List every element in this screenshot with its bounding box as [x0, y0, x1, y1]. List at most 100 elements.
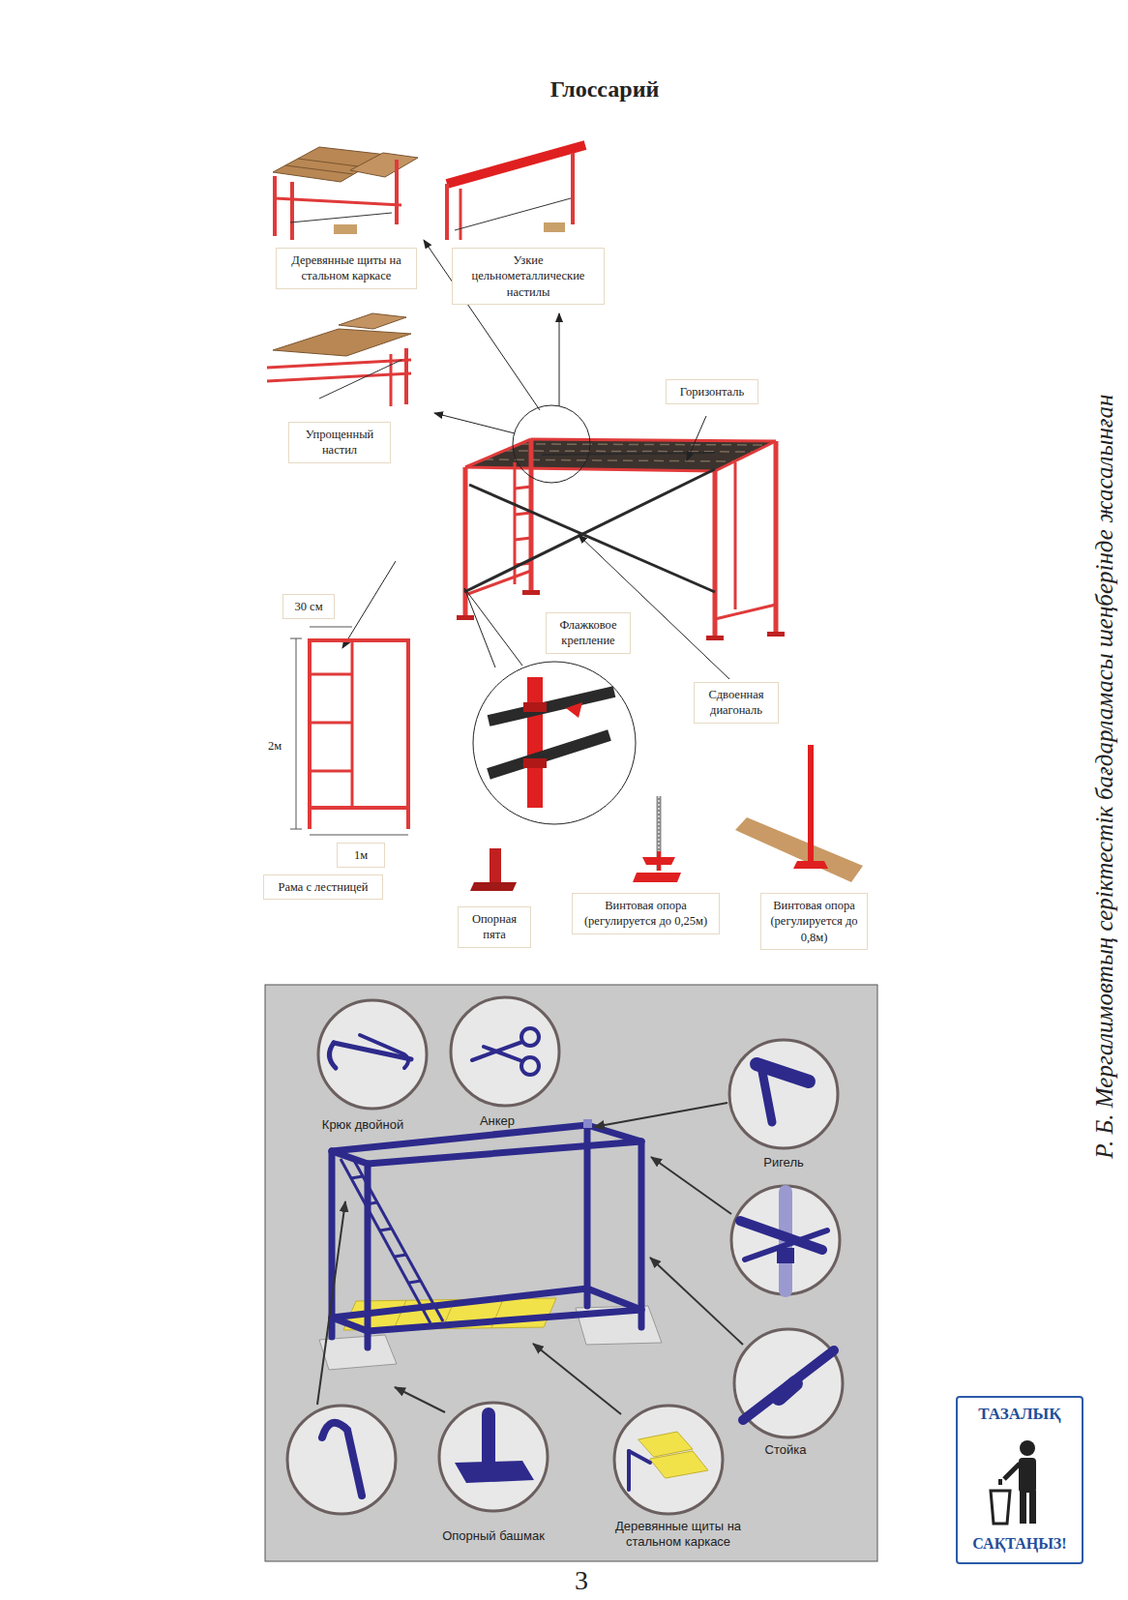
base-plate-illustration-part — [470, 882, 517, 891]
simple-deck-illustration-part — [319, 359, 402, 399]
page-title: Глоссарий — [550, 76, 660, 103]
detail-icons-part — [483, 1046, 523, 1062]
frame-scaffold-panel-part-part — [587, 1288, 642, 1310]
frame-scaffold-panel-part-part — [331, 1317, 368, 1332]
callout-text: Горизонталь — [672, 384, 752, 400]
base-plate-illustration — [470, 848, 517, 891]
frame-scaffold-panel-part-part — [423, 1306, 436, 1309]
frame-scaffold-panel-part-part — [351, 1176, 363, 1179]
frame-scaffold-panel-part-part — [340, 1158, 431, 1324]
ladder-frame-illustration-part — [309, 638, 409, 643]
base-plate-illustration-part — [489, 848, 502, 884]
flag-clamp-zoom-part — [488, 735, 610, 774]
ladder-frame-illustration-part — [309, 805, 409, 810]
detail-icons-part — [626, 1451, 631, 1490]
scaffold-illustration-part — [712, 471, 718, 638]
part-label: Стойка — [765, 1442, 807, 1458]
frame-scaffold-panel-part — [331, 1125, 642, 1348]
screw-jack-short-illustration-part — [656, 796, 662, 871]
detail-circles-part — [287, 1405, 396, 1514]
scaffold-illustration-part — [514, 537, 532, 540]
callout-text: Винтовая опора (регулируется до 0,25м) — [578, 897, 713, 930]
scaffold-illustration-part — [767, 631, 785, 637]
detail-circles-part — [318, 1000, 427, 1109]
detail-icons-part — [776, 1247, 795, 1264]
scaffold-illustration-part — [514, 512, 532, 515]
frame-scaffold-panel-part-part — [394, 1254, 407, 1257]
callout-text: Деревянные щиты на стальном каркасе — [282, 252, 411, 285]
metal-deck-illustration-part — [570, 152, 575, 225]
metal-deck-illustration-part — [446, 145, 586, 184]
frame-scaffold-panel-part-part — [380, 1228, 392, 1231]
ladder-frame-illustration-part — [406, 638, 411, 830]
callout-text: Упрощенный настил — [295, 426, 385, 459]
detail-arrows-part — [651, 1157, 732, 1215]
screw-jack-short-illustration-part — [632, 872, 682, 883]
flag-clamp-zoom-part — [565, 702, 583, 718]
metal-deck-illustration-part — [543, 222, 565, 233]
detail-icons-part — [778, 1383, 796, 1398]
frame-scaffold-panel-part-part — [367, 1141, 642, 1164]
scaffold-illustration-part — [465, 439, 776, 472]
callout-box: Рама с лестницей — [263, 874, 384, 900]
frame-scaffold-panel-part — [265, 984, 878, 1562]
detail-icons-part — [628, 1451, 651, 1463]
ladder-frame-illustration-part — [296, 638, 297, 830]
detail-icons-part — [521, 1028, 539, 1046]
part-label: Крюк двойной — [322, 1117, 404, 1133]
flag-clamp-zoom — [473, 661, 636, 825]
screw-jack-long-illustration-part — [793, 860, 829, 869]
plank-deck-illustration-part — [272, 176, 277, 237]
detail-arrows-part — [394, 1387, 446, 1413]
leader-lines-part — [559, 313, 561, 407]
callout-box: Узкие цельнометаллические настилы — [451, 247, 605, 305]
callout-box: Опорная пята — [457, 906, 532, 949]
detail-circles-part — [614, 1405, 723, 1514]
ladder-frame-illustration-part — [307, 638, 312, 830]
flag-clamp-zoom-part — [488, 691, 615, 721]
detail-circles-part — [450, 997, 560, 1106]
ladder-frame-illustration — [290, 626, 409, 835]
frame-scaffold-panel-part-part — [331, 1151, 368, 1164]
detail-icons-part — [521, 1057, 539, 1075]
callout-text: Опорная пята — [464, 911, 525, 944]
callout-box: 1м — [336, 842, 386, 868]
scaffold-illustration-part — [465, 439, 532, 468]
callout-box: Упрощенный настил — [288, 421, 391, 464]
callout-box: Горизонталь — [665, 379, 759, 405]
part-label: Опорный башмак — [442, 1528, 545, 1544]
leader-lines-part — [578, 534, 730, 680]
callout-text: 1м — [343, 847, 379, 863]
scaffold-illustration-part — [483, 459, 736, 462]
leader-lines-part — [686, 415, 707, 461]
part-label: Ригель — [763, 1155, 804, 1171]
callout-text: Флажковое крепление — [552, 617, 624, 650]
frame-scaffold-panel-part-part — [638, 1141, 646, 1328]
frame-scaffold-panel-part — [319, 1335, 397, 1370]
frame-scaffold-panel-part — [583, 1119, 593, 1128]
frame-scaffold-panel-part-part — [331, 1288, 588, 1318]
frame-scaffold-panel-part-part — [409, 1280, 421, 1283]
detail-icons-part — [742, 1350, 834, 1421]
callout-box: Винтовая опора (регулируется до 0,8м) — [760, 892, 868, 950]
flag-clamp-zoom-part — [527, 677, 543, 808]
plank-deck-illustration-part — [350, 152, 418, 178]
leader-lines-part — [464, 588, 523, 666]
detail-circles-part — [734, 1329, 843, 1438]
detail-arrows — [317, 1102, 743, 1415]
page-number: 3 — [574, 1563, 589, 1598]
simple-deck-illustration-part — [404, 348, 409, 405]
detail-arrows-part — [533, 1343, 622, 1415]
plank-deck-illustration-part — [290, 212, 392, 223]
frame-scaffold-panel-part-part — [365, 1202, 378, 1205]
callout-text: Рама с лестницей — [269, 879, 377, 895]
detail-icons-part — [650, 1451, 709, 1479]
flag-clamp-zoom-part — [473, 661, 636, 825]
ladder-frame-illustration-part — [309, 834, 409, 836]
detail-arrows-part — [317, 1201, 346, 1405]
plank-deck-illustration-part — [274, 198, 402, 206]
detail-icons-part — [762, 1071, 772, 1123]
scaffold-illustration-part — [522, 590, 540, 595]
